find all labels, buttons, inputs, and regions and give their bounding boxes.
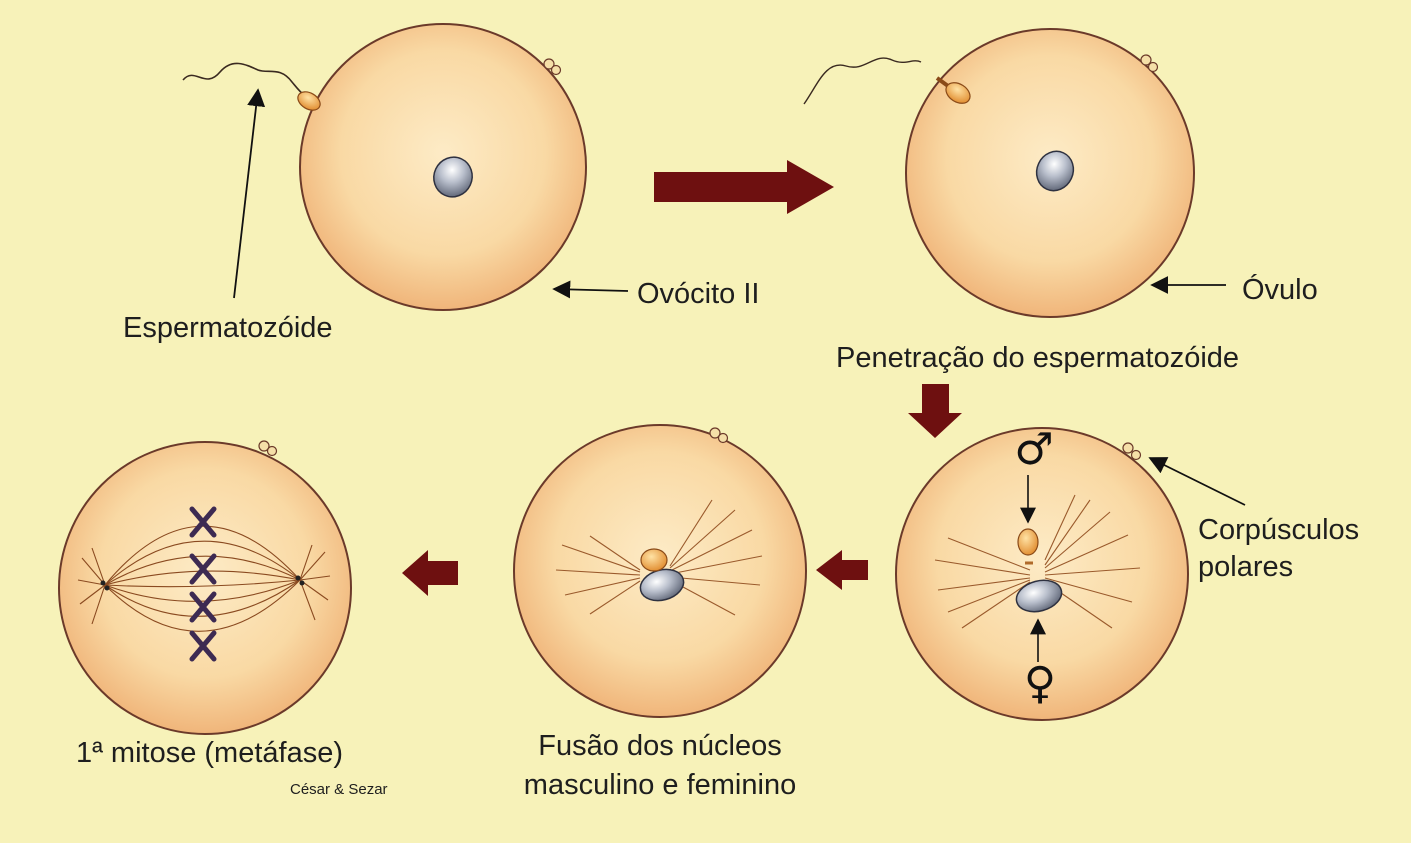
sperm-cell [182,62,321,111]
flow-arrow-left-1 [816,550,868,590]
credit-text: César & Sezar [290,781,388,798]
male-symbol: ♂ [1014,424,1053,475]
chromosomes [189,506,217,662]
label-first-mitosis: 1ª mitose (metáfase) [76,737,343,769]
label-oocyte: Ovócito II [637,278,760,310]
female-pronucleus [1015,579,1063,613]
pointer-oocyte [552,280,629,299]
polar-bodies [543,58,562,76]
cell-metaphase [58,440,352,735]
cell-fusion [513,424,807,718]
aster-fibers [934,494,1141,629]
label-polar-bodies-1: Corpúsculos [1198,514,1360,546]
nucleus [1035,150,1075,192]
label-polar-bodies-2: polares [1198,551,1294,583]
pointer-sperm [233,88,266,299]
cell-pronuclei: ♂ ♀ [895,424,1189,721]
polar-bodies [709,427,729,444]
flow-arrow-down [908,384,962,438]
label-ovum: Óvulo [1242,274,1318,306]
pointer-polar-bodies [1148,457,1246,506]
label-fusion-2: masculino e feminino [523,769,797,801]
label-fusion-1: Fusão dos núcleos [538,730,782,762]
polar-bodies [1140,54,1159,73]
flow-arrow-left-2 [402,550,458,596]
nucleus [433,156,473,198]
cell-oocyte [182,23,587,311]
aster-fibers [555,499,763,616]
label-sperm: Espermatozóide [123,312,333,344]
male-pronucleus [1017,528,1039,565]
label-penetration: Penetração do espermatozóide [836,342,1240,374]
pronuclei-fusion [639,548,685,602]
flow-arrow-right [654,160,834,214]
polar-bodies [258,440,278,457]
sperm-cell [803,57,971,105]
centrioles [100,575,305,591]
cell-ovum [803,28,1195,318]
polar-bodies [1122,442,1142,461]
female-symbol: ♀ [1024,658,1056,709]
